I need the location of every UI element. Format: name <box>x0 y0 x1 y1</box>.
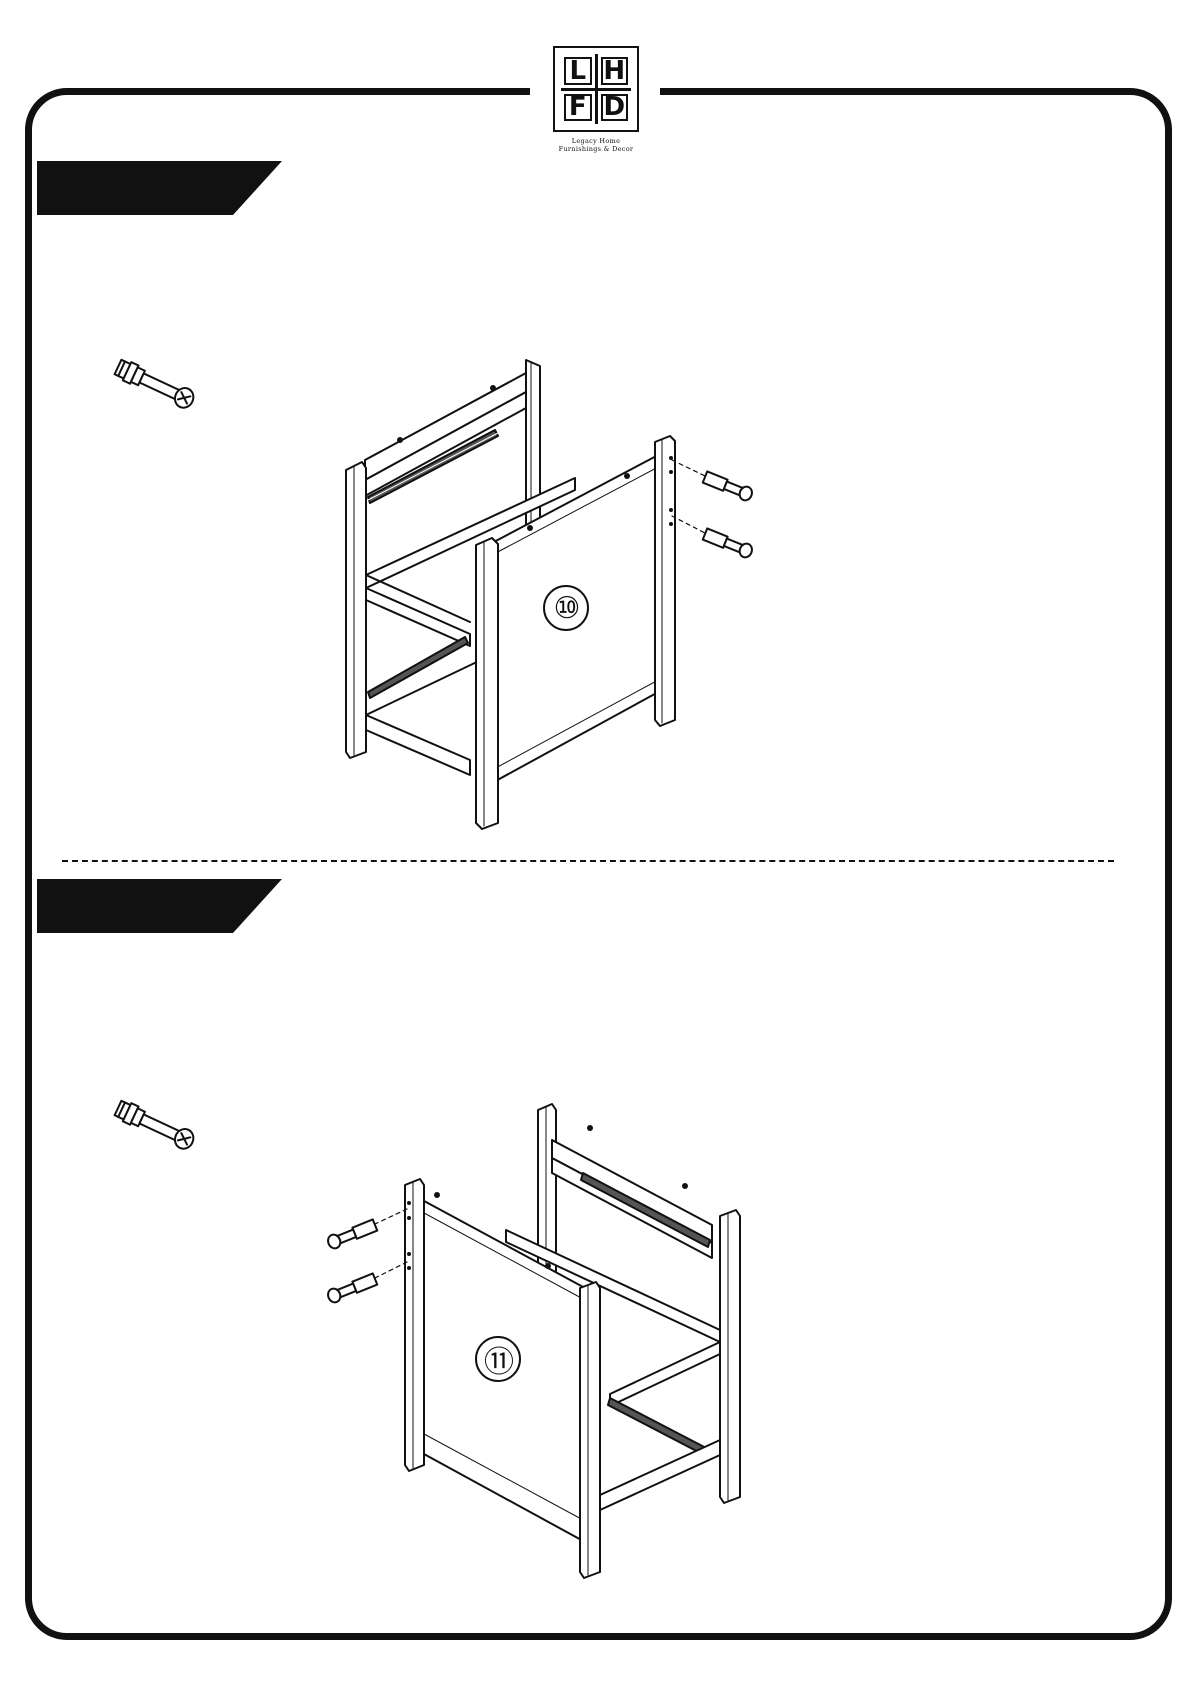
cam-bolt-step1-lower <box>672 516 754 559</box>
cabinet-frame-step2 <box>405 1104 740 1578</box>
cam-bolt-step2-upper <box>326 1209 407 1250</box>
cam-bolt-step2-lower <box>326 1262 407 1304</box>
cabinet-frame-step1 <box>346 360 675 829</box>
cam-bolt-icon <box>114 1099 197 1152</box>
cam-bolt-icon <box>114 358 197 411</box>
cam-bolt-step1-upper <box>672 460 754 502</box>
part-number-11: ⑪ <box>475 1336 521 1382</box>
part-number-10: ⑩ <box>543 585 589 631</box>
